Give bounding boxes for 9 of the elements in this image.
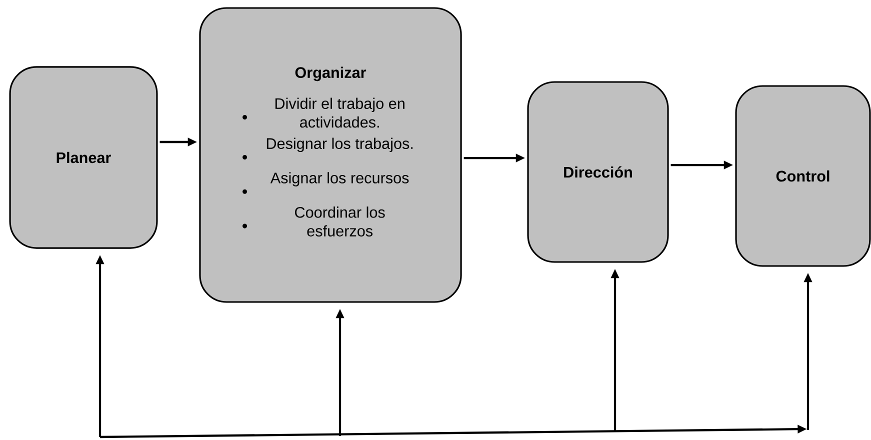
process-box: Control [735,85,871,267]
process-box [199,7,462,303]
bullet-text: Designar los trabajos. [266,138,413,152]
bullet-text: Asignar los recursos [270,172,409,186]
process-box: Dirección [527,81,669,263]
bullet-text: Coordinar los esfuerzos [295,206,385,236]
process-box: Planear [9,66,158,249]
heading: Organizar [295,66,366,82]
bullet-text: Dividir el trabajo en actividades. [275,98,404,128]
